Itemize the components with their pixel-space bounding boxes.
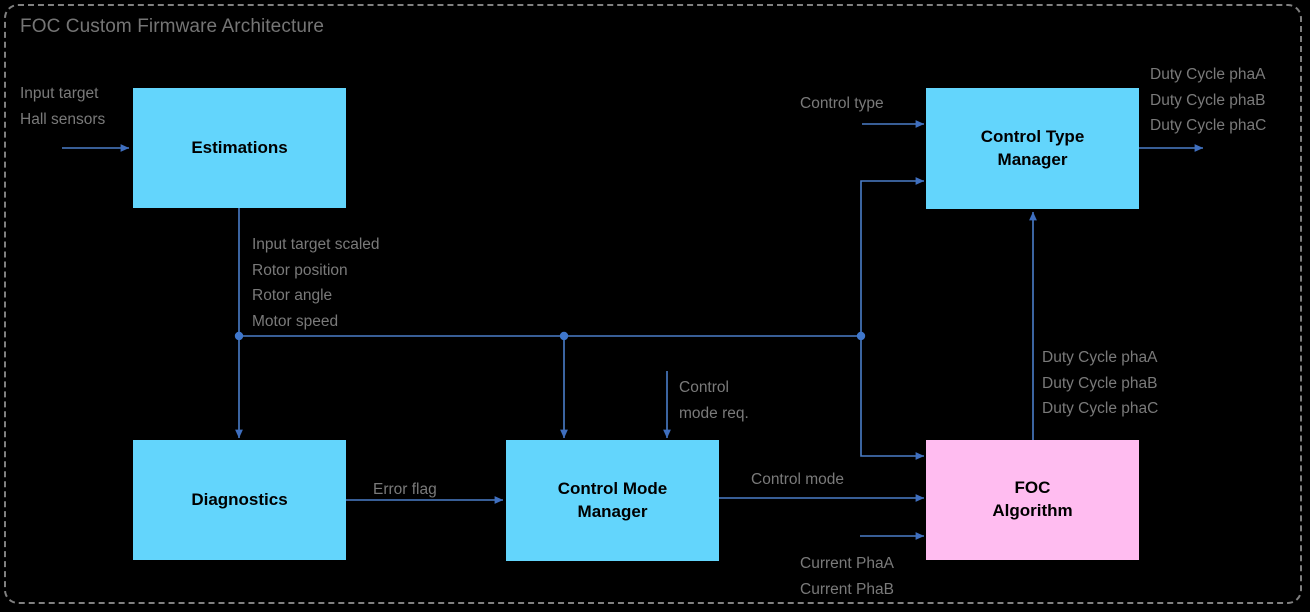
label-error-flag: Error flag (373, 481, 437, 498)
wire-bus-to-foc-algorithm (860, 336, 925, 460)
junction-dot-right (856, 331, 866, 341)
block-estimations[interactable]: Estimations (133, 88, 346, 208)
junction-dot-control-mode (559, 331, 569, 341)
label-control-mode-req: Control mode req. (679, 379, 749, 422)
label-control-type: Control type (800, 95, 884, 112)
block-foc-algorithm[interactable]: FOC Algorithm (926, 440, 1139, 560)
block-diagnostics[interactable]: Diagnostics (133, 440, 346, 560)
label-duty-cycle-output: Duty Cycle phaA Duty Cycle phaB Duty Cyc… (1150, 66, 1267, 135)
label-duty-cycle-feedback: Duty Cycle phaA Duty Cycle phaB Duty Cyc… (1042, 349, 1159, 418)
block-control-type-manager[interactable]: Control Type Manager (926, 88, 1139, 209)
label-current-inputs: Current PhaA Current PhaB (800, 555, 894, 598)
page-title: FOC Custom Firmware Architecture (20, 16, 325, 37)
block-control-mode-manager[interactable]: Control Mode Manager (506, 440, 719, 561)
label-input-to-estimations: Input target Hall sensors (20, 85, 106, 128)
wire-bus-to-control-type-manager (860, 177, 925, 336)
label-estimations-outputs: Input target scaled Rotor position Rotor… (252, 236, 380, 330)
label-control-mode: Control mode (751, 471, 845, 488)
junction-dot-estimations (234, 331, 244, 341)
